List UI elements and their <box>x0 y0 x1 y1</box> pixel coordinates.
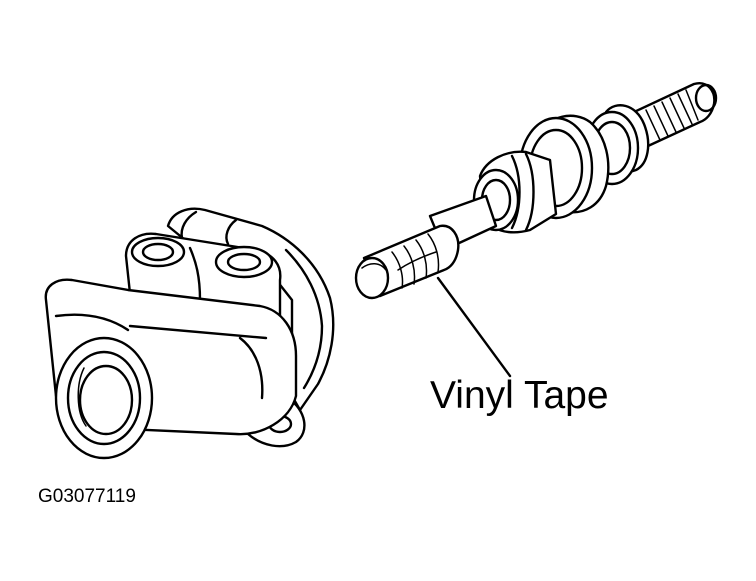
housing-illustration <box>44 207 335 460</box>
callout-leader-line <box>436 276 512 378</box>
figure-id: G03077119 <box>38 486 136 507</box>
shaft-illustration <box>354 82 718 300</box>
callout-label-vinyl-tape: Vinyl Tape <box>430 374 609 417</box>
